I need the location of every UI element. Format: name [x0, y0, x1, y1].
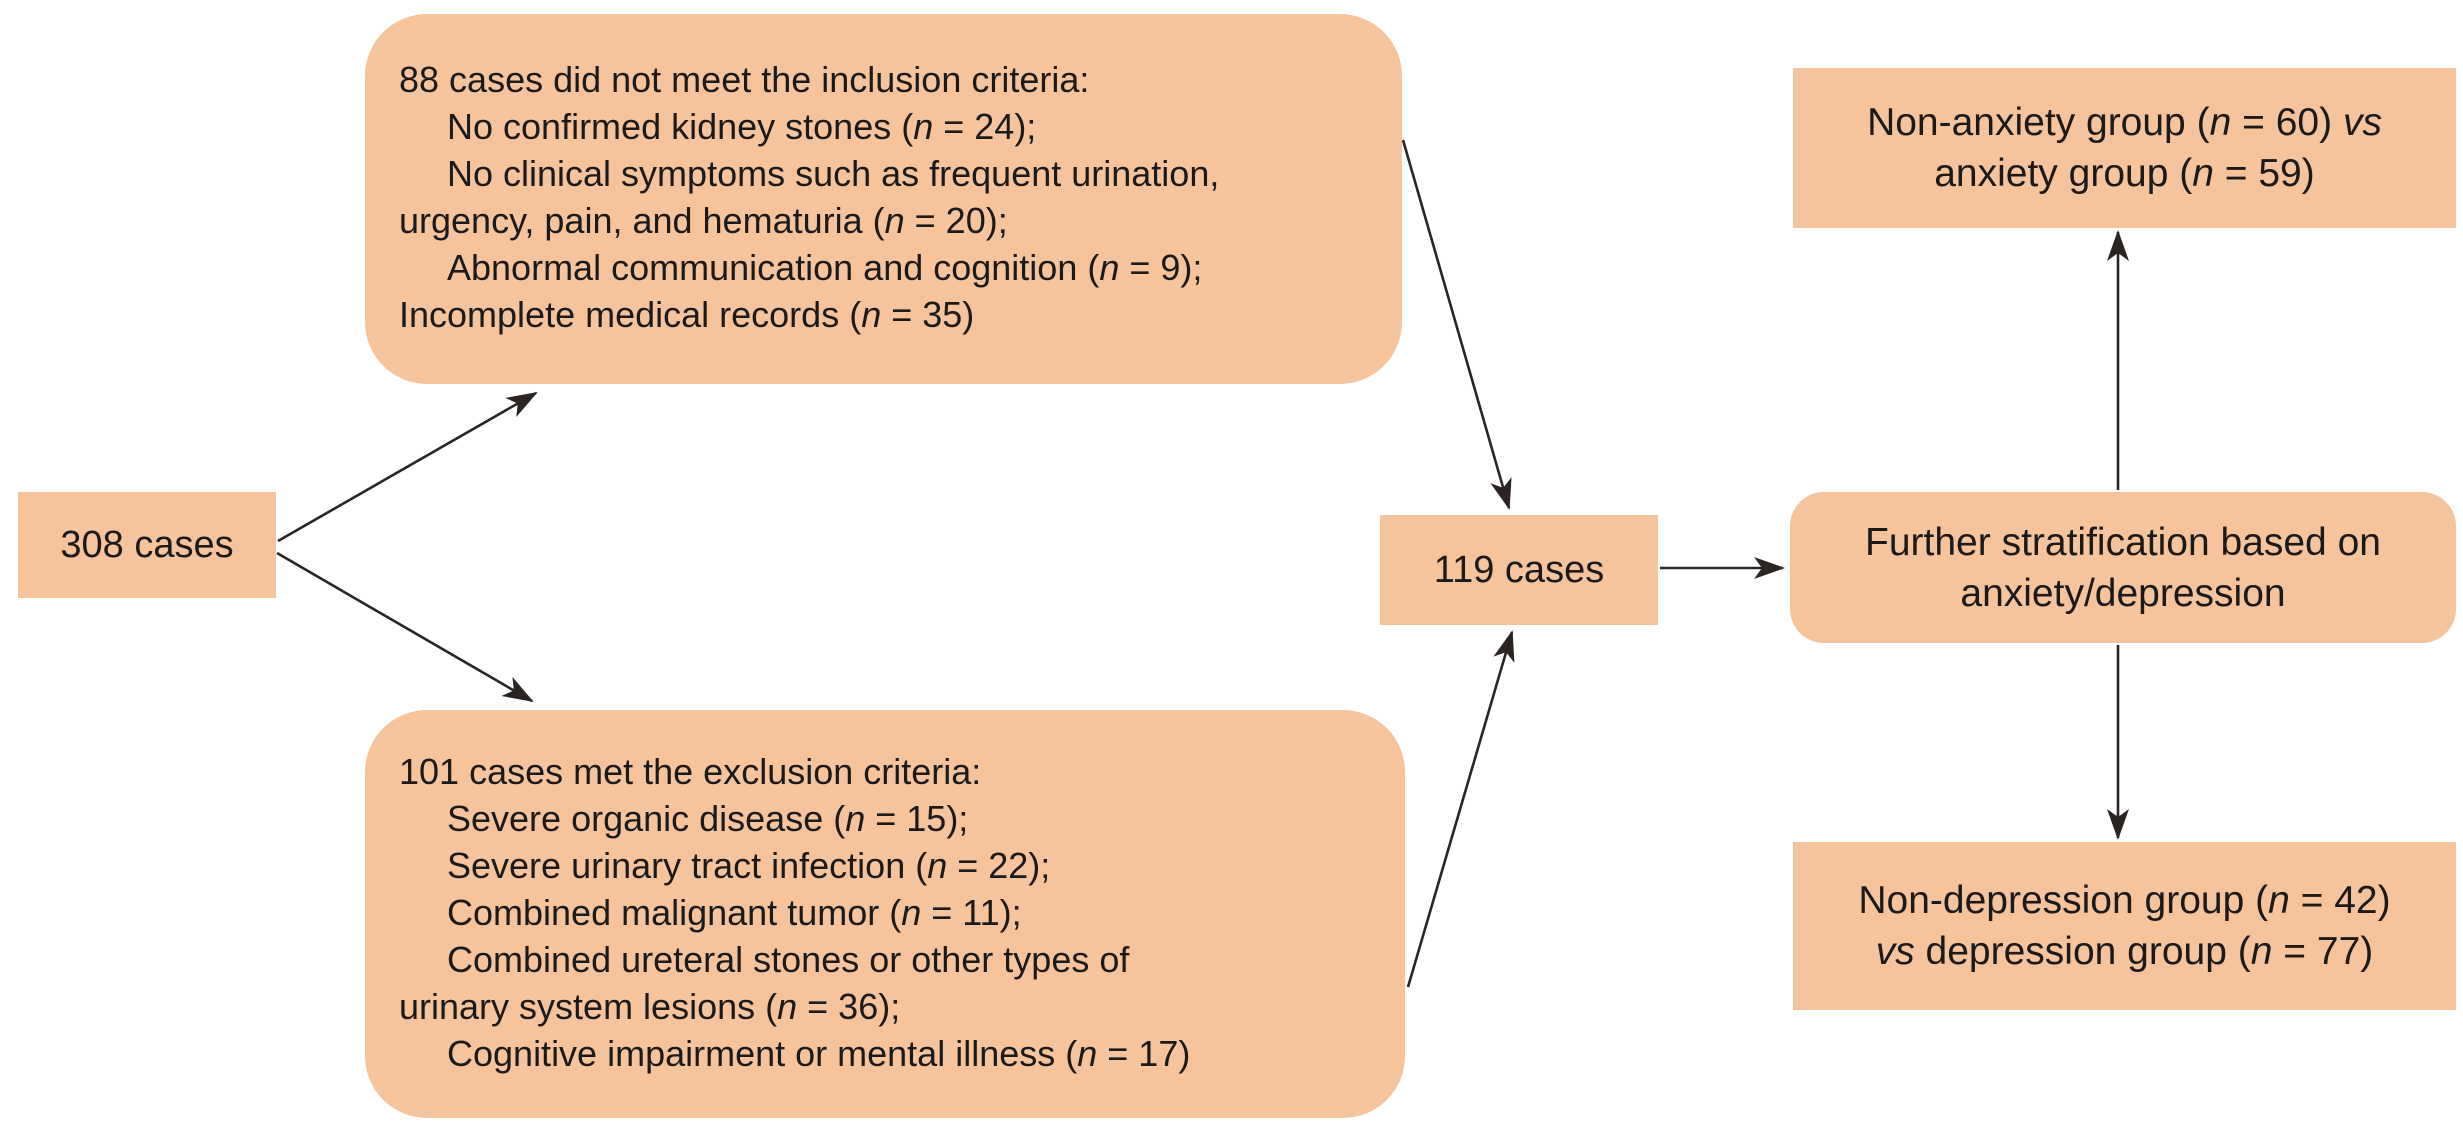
node-308-cases: 308 cases	[18, 492, 276, 598]
text-line: Severe urinary tract infection (n = 22);	[447, 845, 1051, 886]
text-line: Severe organic disease (n = 15);	[447, 798, 969, 839]
text-line: 88 cases did not meet the inclusion crit…	[399, 59, 1090, 100]
arrow-inclusion-to-119	[1401, 139, 1512, 510]
text-line: Non-anxiety group (n = 60) vs	[1867, 101, 2382, 144]
node-stratification: Further stratification based on anxiety/d…	[1790, 492, 2456, 643]
text-line: 101 cases met the exclusion criteria:	[399, 751, 982, 792]
arrow-308-to-exclusion	[276, 551, 534, 703]
text-line: Incomplete medical records (n = 35)	[399, 294, 975, 335]
text-line: Non-depression group (n = 42)	[1858, 879, 2391, 922]
text-line: anxiety/depression	[1960, 571, 2286, 615]
text-line: urgency, pain, and hematuria (n = 20);	[399, 200, 1008, 241]
text-line: No confirmed kidney stones (n = 24);	[447, 106, 1037, 147]
text-line: No clinical symptoms such as frequent ur…	[447, 153, 1220, 194]
node-depression-groups: Non-depression group (n = 42) vs depressi…	[1793, 842, 2456, 1010]
text-line: Combined ureteral stones or other types …	[447, 939, 1130, 980]
arrow-exclusion-to-119	[1406, 630, 1515, 988]
text-line: Combined malignant tumor (n = 11);	[447, 892, 1022, 933]
arrow-308-to-inclusion	[277, 391, 538, 543]
text-line: Further stratification based on	[1865, 520, 2381, 564]
text-line: Cognitive impairment or mental illness (…	[447, 1033, 1191, 1074]
text-line: vs depression group (n = 77)	[1875, 930, 2374, 973]
node-119-cases: 119 cases	[1380, 515, 1658, 625]
node-inclusion-criteria: 88 cases did not meet the inclusion crit…	[365, 14, 1402, 384]
text-line: urinary system lesions (n = 36);	[399, 986, 901, 1027]
text-line: anxiety group (n = 59)	[1934, 152, 2315, 195]
node-119-cases-label: 119 cases	[1433, 548, 1605, 591]
node-exclusion-criteria: 101 cases met the exclusion criteria: Sev…	[365, 710, 1405, 1118]
node-anxiety-groups: Non-anxiety group (n = 60) vs anxiety gro…	[1793, 68, 2456, 228]
node-308-cases-label: 308 cases	[60, 523, 234, 566]
text-line: Abnormal communication and cognition (n …	[447, 247, 1203, 288]
